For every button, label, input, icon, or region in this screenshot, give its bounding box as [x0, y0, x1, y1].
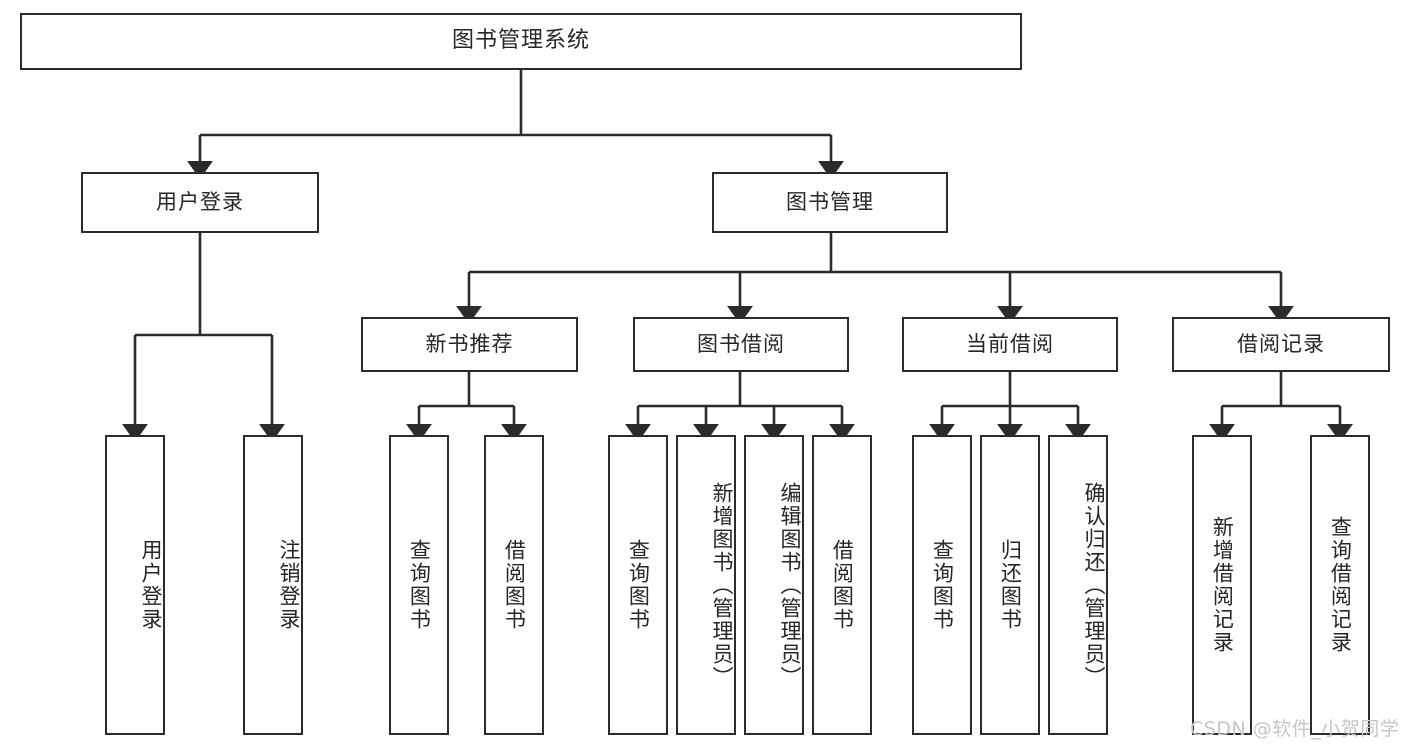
- node-book-borrow[interactable]: 图书借阅: [633, 317, 849, 372]
- node-label: 新增图书（管理员）: [710, 481, 734, 689]
- node-leaf-query-borrow-record[interactable]: 查询借阅记录: [1310, 435, 1370, 735]
- node-label: 借阅图书: [830, 539, 855, 631]
- node-label: 归还图书: [998, 539, 1023, 631]
- node-user-login[interactable]: 用户登录: [81, 172, 319, 233]
- node-new-book-recommend[interactable]: 新书推荐: [361, 317, 578, 372]
- node-leaf-query-book-borrow[interactable]: 查询图书: [608, 435, 668, 735]
- node-leaf-borrow-book-recommend[interactable]: 借阅图书: [484, 435, 544, 735]
- node-label: 用户登录: [139, 539, 163, 631]
- node-label: 当前借阅: [966, 331, 1054, 356]
- node-label: 注销登录: [277, 539, 301, 631]
- node-leaf-add-book-admin[interactable]: 新增图书（管理员）: [676, 435, 736, 735]
- node-leaf-user-login[interactable]: 用户登录: [105, 435, 165, 735]
- node-root-book-management-system[interactable]: 图书管理系统: [20, 13, 1022, 70]
- node-current-borrow[interactable]: 当前借阅: [902, 317, 1118, 372]
- node-label: 图书管理: [786, 189, 874, 214]
- node-leaf-query-book-recommend[interactable]: 查询图书: [389, 435, 449, 735]
- node-label: 新书推荐: [425, 331, 514, 356]
- node-leaf-borrow-book[interactable]: 借阅图书: [812, 435, 872, 735]
- node-leaf-return-book[interactable]: 归还图书: [980, 435, 1040, 735]
- node-label: 新增借阅记录: [1210, 516, 1235, 654]
- node-label: 确认归还（管理员）: [1082, 481, 1106, 689]
- node-label: 图书管理系统: [451, 28, 590, 54]
- node-book-management[interactable]: 图书管理: [712, 172, 948, 233]
- node-label: 借阅图书: [502, 539, 527, 631]
- node-leaf-add-borrow-record[interactable]: 新增借阅记录: [1192, 435, 1252, 735]
- node-label: 借阅记录: [1237, 331, 1325, 356]
- node-label: 查询图书: [930, 539, 955, 631]
- node-leaf-query-book-current[interactable]: 查询图书: [912, 435, 972, 735]
- node-label: 图书借阅: [697, 331, 785, 356]
- node-label: 查询图书: [407, 539, 432, 631]
- node-leaf-confirm-return-admin[interactable]: 确认归还（管理员）: [1048, 435, 1108, 735]
- node-label: 用户登录: [156, 189, 244, 214]
- node-label: 查询图书: [626, 539, 651, 631]
- node-leaf-edit-book-admin[interactable]: 编辑图书（管理员）: [744, 435, 804, 735]
- node-label: 查询借阅记录: [1328, 516, 1353, 654]
- node-label: 编辑图书（管理员）: [778, 481, 802, 689]
- node-leaf-logout[interactable]: 注销登录: [243, 435, 303, 735]
- node-borrow-record[interactable]: 借阅记录: [1172, 317, 1390, 372]
- csdn-watermark: CSDN @软件_小贺同学: [1190, 718, 1400, 740]
